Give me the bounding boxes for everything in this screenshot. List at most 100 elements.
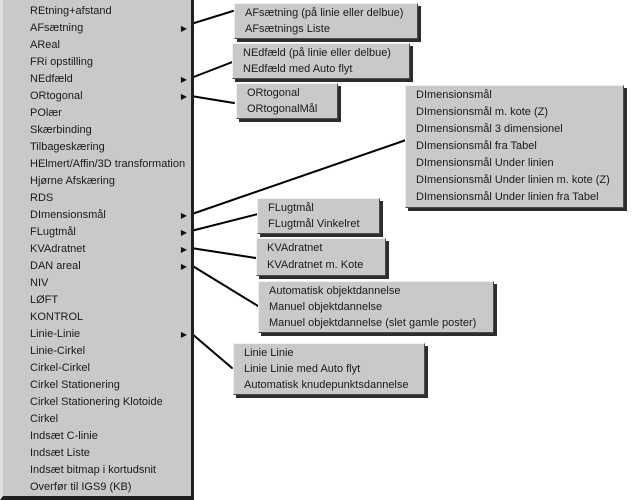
menu-item-kvadratnet[interactable]: KVAdratnet ▶ bbox=[3, 241, 191, 258]
menu-item-indsaet-liste[interactable]: Indsæt Liste bbox=[3, 445, 191, 462]
submenu-item-manuel-objektdannelse-slet-gamle-poster[interactable]: Manuel objektdannelse (slet gamle poster… bbox=[269, 317, 477, 329]
menu-item-label: Cirkel-Cirkel bbox=[30, 362, 90, 374]
menu-item-nedfaeld[interactable]: NEdfæld▶ bbox=[3, 71, 191, 88]
submenu-item-dimensionsmaal-3-dimensionel[interactable]: DImensionsmål 3 dimensionel bbox=[416, 123, 563, 135]
submenu-item-linie-linie[interactable]: Linie Linie bbox=[244, 347, 294, 359]
menu-item-label: Cirkel Stationering bbox=[30, 379, 120, 391]
menu-item-label: Hjørne Afskæring bbox=[30, 175, 115, 187]
menu-item-label: Cirkel Stationering Klotoide bbox=[30, 396, 163, 408]
submenu-item-nedfaeld-paa-linie-eller-delbue[interactable]: NEdfæld (på linie eller delbue) bbox=[243, 47, 391, 59]
menu-item-indsaet-c-linie[interactable]: Indsæt C-linie bbox=[3, 428, 191, 445]
menu-item-overfoer-til-igs9-kb[interactable]: Overfør til IGS9 (KB) bbox=[3, 479, 191, 496]
submenu-item-automatisk-objektdannelse[interactable]: Automatisk objektdannelse bbox=[269, 285, 401, 297]
submenu-item-afsaetnings-liste[interactable]: AFsætnings Liste bbox=[245, 23, 330, 35]
submenu-item-flugtmaal[interactable]: FLugtmål bbox=[268, 202, 314, 214]
menu-item-label: HElmert/Affin/3D transformation bbox=[30, 158, 186, 170]
menu-item-rds[interactable]: RDS bbox=[3, 190, 191, 207]
menu-item-label: POlær bbox=[30, 107, 62, 119]
menu-item-cirkel-stationering[interactable]: Cirkel Stationering bbox=[3, 377, 191, 394]
submenu-item-kvadratnet-m-kote[interactable]: KVAdratnet m. Kote bbox=[267, 259, 364, 271]
connector-line-danareal bbox=[190, 264, 259, 307]
menu-item-label: KONTROL bbox=[30, 311, 84, 323]
menu-item-label: DImensionsmål bbox=[30, 209, 106, 221]
submenu-item-ortogonalmaal[interactable]: ORtogonalMål bbox=[247, 103, 318, 115]
submenu-item-dimensionsmaal-under-linien-fra-tabel[interactable]: DImensionsmål Under linien fra Tabel bbox=[416, 191, 599, 203]
submenu-item-ortogonal[interactable]: ORtogonal bbox=[247, 87, 300, 99]
submenu-arrow-icon: ▶ bbox=[180, 330, 187, 339]
submenu-item-manuel-objektdannelse[interactable]: Manuel objektdannelse bbox=[269, 301, 383, 313]
menu-item-label: NIV bbox=[30, 277, 49, 289]
menu-item-label: RDS bbox=[30, 192, 54, 204]
submenu-item-dimensionsmaal-fra-tabel[interactable]: DImensionsmål fra Tabel bbox=[416, 140, 537, 152]
submenu-item-afsaetning-paa-linie-eller-delbue[interactable]: AFsætning (på linie eller delbue) bbox=[245, 7, 404, 19]
submenu-arrow-icon: ▶ bbox=[180, 245, 187, 254]
connector-line-ortogonal bbox=[190, 95, 235, 104]
submenu-item-linie-linie-med-auto-flyt[interactable]: Linie Linie med Auto flyt bbox=[244, 363, 361, 375]
menu-item-label: FLugtmål bbox=[30, 226, 76, 238]
menu-item-label: DAN areal bbox=[30, 260, 81, 272]
submenu-item-dimensionsmaal-under-linien[interactable]: DImensionsmål Under linien bbox=[416, 157, 554, 169]
menu-item-cirkel[interactable]: Cirkel bbox=[3, 411, 191, 428]
connector-line-nedfaeld bbox=[190, 60, 236, 79]
menu-item-kontrol[interactable]: KONTROL bbox=[3, 309, 191, 326]
connector-line-kvadratnet bbox=[190, 247, 257, 259]
menu-item-fri-opstilling[interactable]: FRi opstilling bbox=[3, 54, 191, 71]
menu-item-dan-areal[interactable]: DAN areal ▶ bbox=[3, 258, 191, 275]
submenu-item-dimensionsmaal-m-kote-z[interactable]: DImensionsmål m. kote (Z) bbox=[416, 106, 549, 118]
menu-item-helmert-affin-3d-transformation[interactable]: HElmert/Affin/3D transformation bbox=[3, 156, 191, 173]
submenu-arrow-icon: ▶ bbox=[180, 228, 187, 237]
menu-item-label: ORtogonal bbox=[30, 90, 83, 102]
menu-item-label: REtning+afstand bbox=[30, 5, 112, 17]
menu-item-label: Overfør til IGS9 (KB) bbox=[30, 481, 132, 493]
menu-item-label: Indsæt bitmap i kortudsnit bbox=[30, 464, 156, 476]
menu-item-label: Tilbageskæring bbox=[30, 141, 105, 153]
submenu-arrow-icon: ▶ bbox=[180, 24, 187, 33]
submenu-item-dimensionsmaal-under-linien-m-kote-z[interactable]: DImensionsmål Under linien m. kote (Z) bbox=[416, 174, 610, 186]
menu-item-hjoerne-afskaering[interactable]: Hjørne Afskæring bbox=[3, 173, 191, 190]
menu-item-linie-linie[interactable]: Linie-Linie ▶ bbox=[3, 326, 191, 343]
menu-item-label: Skærbinding bbox=[30, 124, 92, 136]
connector-line-flugtmaal bbox=[190, 213, 259, 232]
submenu-item-kvadratnet[interactable]: KVAdratnet bbox=[267, 242, 323, 254]
menu-item-cirkel-cirkel[interactable]: Cirkel-Cirkel bbox=[3, 360, 191, 377]
menu-item-label: Cirkel bbox=[30, 413, 59, 425]
menu-item-niv[interactable]: NIV bbox=[3, 275, 191, 292]
submenu-item-dimensionsmaal[interactable]: DImensionsmål bbox=[416, 89, 492, 101]
submenu-arrow-icon: ▶ bbox=[180, 92, 187, 101]
menu-item-flugtmaal[interactable]: FLugtmål ▶ bbox=[3, 224, 191, 241]
submenu-item-nedfaeld-med-auto-flyt[interactable]: NEdfæld med Auto flyt bbox=[243, 63, 353, 75]
submenu-item-automatisk-knudepunktsdannelse[interactable]: Automatisk knudepunktsdannelse bbox=[244, 379, 409, 391]
connector-line-afsaetning bbox=[190, 10, 234, 25]
menu-item-polaer[interactable]: POlær bbox=[3, 105, 191, 122]
menu-item-label: FRi opstilling bbox=[30, 56, 93, 68]
menu-item-afsaetning[interactable]: AFsætning▶ bbox=[3, 20, 191, 37]
menu-item-areal[interactable]: AReal bbox=[3, 37, 191, 54]
menu-item-label: LØFT bbox=[30, 294, 59, 306]
menu-item-label: KVAdratnet bbox=[30, 243, 86, 255]
menu-item-label: Linie-Linie bbox=[30, 328, 81, 340]
menu-item-label: Indsæt C-linie bbox=[30, 430, 98, 442]
menu-item-cirkel-stationering-klotoide[interactable]: Cirkel Stationering Klotoide bbox=[3, 394, 191, 411]
connector-line-linielinie bbox=[190, 332, 233, 369]
menu-item-indsaet-bitmap-i-kortudsnit[interactable]: Indsæt bitmap i kortudsnit bbox=[3, 462, 191, 479]
menu-item-retning-afstand[interactable]: REtning+afstand bbox=[3, 3, 191, 20]
menu-item-label: NEdfæld bbox=[30, 73, 73, 85]
popup-afsaetning: AFsætning (på linie eller delbue) AFsætni… bbox=[234, 3, 418, 39]
menu-item-loeft[interactable]: LØFT bbox=[3, 292, 191, 309]
menu-item-ortogonal[interactable]: ORtogonal ▶ bbox=[3, 88, 191, 105]
popup-nedfaeld: NEdfæld (på linie eller delbue) NEdfæld m… bbox=[232, 43, 410, 79]
menu-item-tilbageskaering[interactable]: Tilbageskæring bbox=[3, 139, 191, 156]
submenu-arrow-icon: ▶ bbox=[180, 262, 187, 271]
submenu-item-flugtmaal-vinkelret[interactable]: FLugtmål Vinkelret bbox=[268, 218, 360, 230]
menu-item-linie-cirkel[interactable]: Linie-Cirkel bbox=[3, 343, 191, 360]
menu-item-skaerbinding[interactable]: Skærbinding bbox=[3, 122, 191, 139]
menu-item-dimensionsmaal[interactable]: DImensionsmål▶ bbox=[3, 207, 191, 224]
